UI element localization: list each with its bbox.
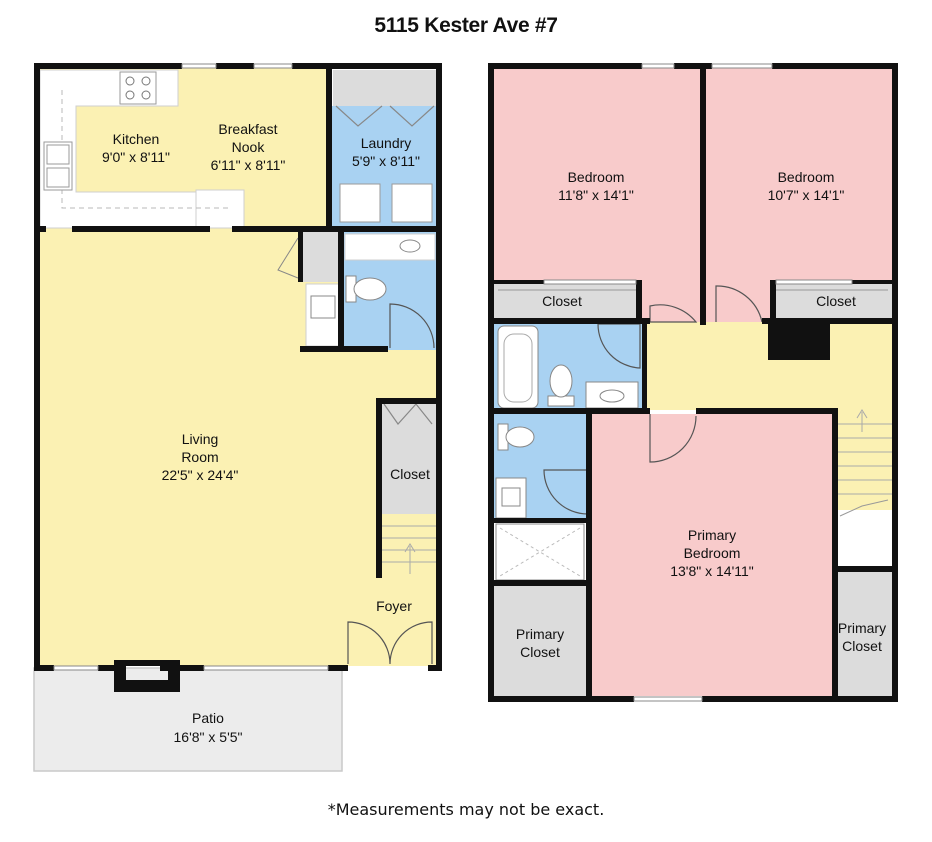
primary-bath-door <box>543 469 589 515</box>
powder-vanity <box>344 233 436 261</box>
nook-label-1: Breakfast <box>218 121 277 137</box>
living-label-1: Living <box>182 431 219 447</box>
counter-edge <box>61 90 230 209</box>
patio-dims: 16'8" x 5'5" <box>174 729 243 745</box>
closet-down-floor <box>382 402 436 514</box>
primary-bedroom-floor <box>590 414 834 696</box>
first-floor-windows <box>53 63 329 671</box>
stairs-down-treads <box>382 525 436 574</box>
stairs-up-treads <box>838 409 892 495</box>
primary-closet-right-label-2: Closet <box>842 638 882 654</box>
toilet-icon <box>353 277 387 301</box>
hall-closet-floor <box>300 232 340 282</box>
kitchen-sink-icon <box>43 141 73 191</box>
primary-vanity-icon <box>495 477 527 519</box>
bedroom-2-door <box>715 285 763 323</box>
laundry-dims: 5'9" x 8'11" <box>352 153 420 169</box>
primary-bedroom-label-2: Bedroom <box>684 545 741 561</box>
closet-2-label: Closet <box>816 293 856 309</box>
primary-closet-right-floor <box>838 570 892 696</box>
nook-dims: 6'11" x 8'11" <box>211 157 286 173</box>
hall-vanity-icon <box>585 381 639 409</box>
patio-label: Patio <box>192 710 224 726</box>
bedroom-1-floor <box>494 68 702 282</box>
room-labels: Kitchen 9'0" x 8'11" Breakfast Nook 6'11… <box>102 121 886 745</box>
closet-2-floor <box>772 282 892 320</box>
primary-closet-left-label-2: Closet <box>520 644 560 660</box>
closet-1-label: Closet <box>542 293 582 309</box>
primary-toilet-icon <box>505 426 535 448</box>
stair-landing <box>836 510 892 566</box>
chimney-block <box>768 322 830 360</box>
primary-closet-left-floor <box>494 586 588 696</box>
bedroom-2-dims: 10'7" x 14'1" <box>768 187 845 203</box>
door-gap-1 <box>640 282 702 322</box>
second-floor-walls <box>488 63 898 702</box>
upstairs-hall-floor <box>642 322 892 410</box>
living-label-2: Room <box>181 449 218 465</box>
hall-closet-door <box>277 237 299 279</box>
nook-label-2: Nook <box>232 139 266 155</box>
foyer-label: Foyer <box>376 598 412 614</box>
second-floor <box>488 63 898 702</box>
dryer-icon <box>391 183 433 223</box>
primary-door <box>649 414 697 463</box>
bedroom-1-label: Bedroom <box>568 169 625 185</box>
bedroom-1-dims: 11'8" x 14'1" <box>558 187 634 203</box>
bedroom-2-label: Bedroom <box>778 169 835 185</box>
stairs-up-floor <box>836 410 892 510</box>
first-floor <box>33 63 442 772</box>
bedroom-1-door <box>649 304 698 323</box>
primary-closet-left-label-1: Primary <box>516 626 564 642</box>
kitchen-label: Kitchen <box>113 131 160 147</box>
closet-down-label: Closet <box>390 466 430 482</box>
stove-icon <box>119 71 157 105</box>
shower-icon <box>495 523 585 581</box>
washer-icon <box>339 183 381 223</box>
kitchen-island <box>195 189 245 229</box>
closet-1-floor <box>494 282 638 320</box>
plan-title: 5115 Kester Ave #7 <box>374 14 558 37</box>
second-floor-windows <box>543 63 853 702</box>
primary-bedroom-label-1: Primary <box>688 527 736 543</box>
laundry-label: Laundry <box>361 135 412 151</box>
powder-sink-icon <box>399 239 421 253</box>
hall-toilet-icon <box>549 364 573 398</box>
door-gap-2 <box>706 282 770 322</box>
kitchen-dims: 9'0" x 8'11" <box>102 149 170 165</box>
powder-door-swing <box>389 303 435 349</box>
primary-closet-right-label-1: Primary <box>838 620 886 636</box>
bedroom-2-floor <box>706 68 892 282</box>
hall-bath-door <box>597 323 641 369</box>
patio-area <box>33 667 343 772</box>
measurement-note: *Measurements may not be exact. <box>327 800 605 819</box>
primary-bedroom-dims: 13'8" x 14'11" <box>670 563 754 579</box>
front-door-swing <box>347 621 433 665</box>
living-dims: 22'5" x 24'4" <box>162 467 239 483</box>
laundry-shelf <box>333 70 436 106</box>
first-floor-walls <box>34 63 442 692</box>
